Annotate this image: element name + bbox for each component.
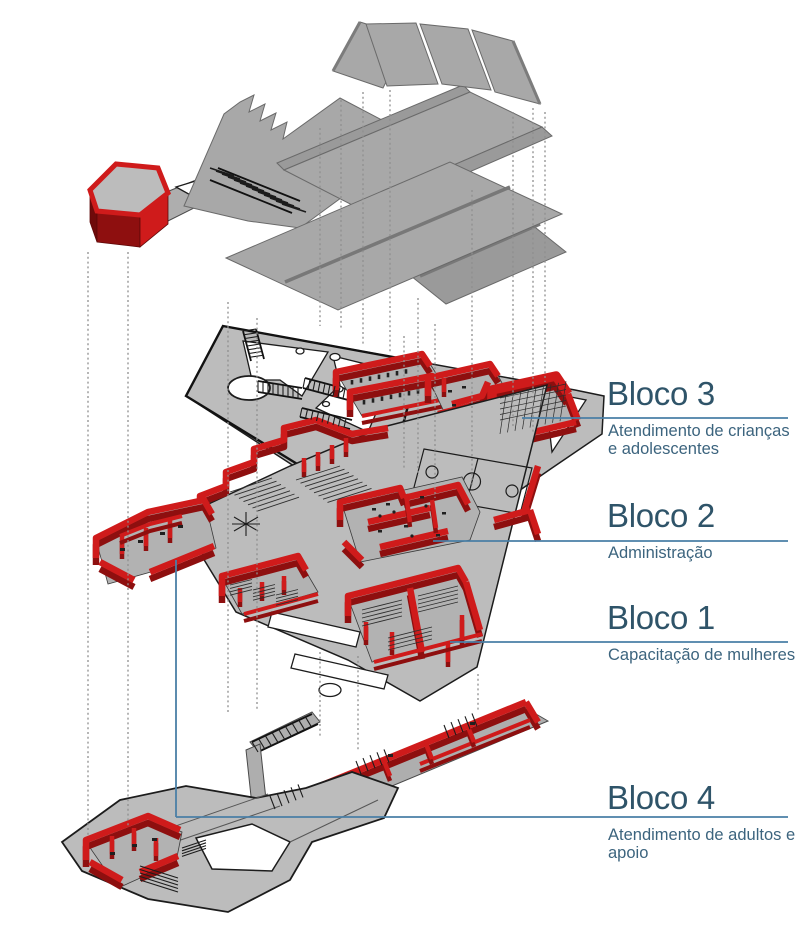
bloco-1-title: Bloco 1 — [607, 599, 715, 636]
bloco4-terrain — [60, 771, 400, 913]
leader-lines — [175, 417, 788, 818]
bloco1-rooms — [218, 552, 484, 671]
detail-hatching — [139, 167, 567, 893]
left-wing — [92, 416, 389, 590]
label-bloco-1: Bloco 1 Capacitação de mulheres — [607, 601, 800, 691]
bloco-2-subtitle: Administração — [608, 544, 713, 562]
roof-assembly — [141, 84, 567, 311]
label-bloco-3: Bloco 3 Atendimento de crianças e adoles… — [607, 377, 800, 467]
bloco-2-title: Bloco 2 — [607, 497, 715, 534]
projection-lines — [87, 90, 546, 836]
roof-fan — [331, 21, 542, 105]
bloco-1-subtitle: Capacitação de mulheres — [608, 646, 796, 664]
label-bloco-4: Bloco 4 Atendimento de adultos e apoio — [607, 781, 800, 871]
label-bloco-2: Bloco 2 Administração — [607, 499, 800, 589]
stair-core — [232, 512, 260, 536]
red-tower — [87, 161, 172, 248]
bloco-3-subtitle: Atendimento de crianças e adolescentes — [608, 422, 790, 458]
bloco-4-title: Bloco 4 — [607, 779, 715, 816]
bloco-4-subtitle: Atendimento de adultos e apoio — [608, 826, 796, 862]
bloco-3-title: Bloco 3 — [607, 375, 715, 412]
